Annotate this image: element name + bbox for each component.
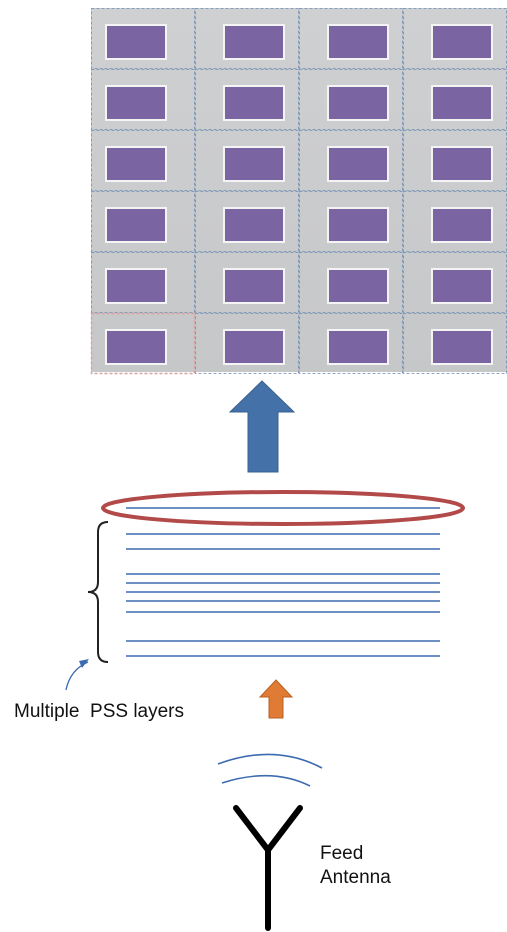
patch-element [225,148,283,180]
pss-layers-label: Multiple PSS layers [14,701,185,722]
highlighted-unit-cell [90,312,196,375]
patch-element [433,331,491,363]
patch-element [107,209,165,241]
unit-cell [299,69,403,130]
patch-element [107,270,165,302]
patch-element [329,270,387,302]
unit-cell [195,8,299,69]
patch-element [433,209,491,241]
unit-cell [299,130,403,191]
patch-element [225,26,283,58]
unit-cell [299,191,403,252]
patch-element [107,331,165,363]
unit-cell [91,69,195,130]
patch-element [225,270,283,302]
patch-element [329,209,387,241]
unit-cell [91,8,195,69]
pointer-arrowhead-icon [79,659,89,668]
unit-cell [91,130,195,191]
unit-cell [299,313,403,374]
radiation-waves-icon [217,753,323,787]
unit-cell [195,130,299,191]
patch-element [433,26,491,58]
pointer-arrow-icon [65,661,89,691]
patch-element [225,87,283,119]
unit-cell [195,69,299,130]
unit-cell [195,252,299,313]
array-background [91,8,507,372]
patch-element [329,26,387,58]
curly-bracket-icon [87,521,109,663]
patch-element [329,148,387,180]
patch-element [329,331,387,363]
feed-antenna-icon [233,805,303,931]
array-cells [90,8,507,375]
pss-layer-stack [126,507,440,657]
patch-element [329,87,387,119]
patch-element [225,209,283,241]
unit-cell [299,8,403,69]
feed-antenna-label: Feed Antenna [320,842,391,890]
top-layer-highlight-ellipse [101,490,465,526]
unit-cell [91,191,195,252]
patch-element [225,331,283,363]
small-up-arrow-icon [258,679,294,719]
feed-label-line2: Antenna [320,866,391,888]
patch-element [433,270,491,302]
unit-cell [195,191,299,252]
feed-label-line1: Feed [320,843,364,864]
large-up-arrow-icon [228,380,296,473]
unit-cell [299,252,403,313]
patch-element [433,148,491,180]
patch-element [107,87,165,119]
patch-element [107,148,165,180]
patch-element [433,87,491,119]
unit-cell [91,252,195,313]
patch-element [107,26,165,58]
patch-array [90,8,507,375]
unit-cell [195,313,299,374]
